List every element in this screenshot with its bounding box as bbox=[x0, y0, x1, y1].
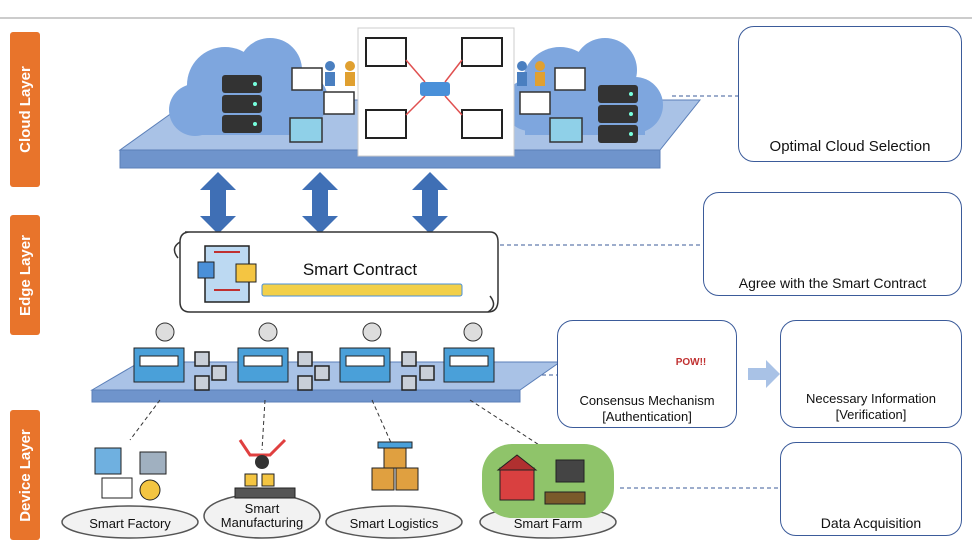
consensus-mechanism-label: Consensus Mechanism bbox=[579, 393, 715, 408]
data-acquisition-panel: Data Acquisition bbox=[780, 442, 962, 536]
auth-verify-arrow bbox=[748, 360, 780, 388]
blockchain-cube-icons bbox=[194, 351, 435, 391]
smart-manufacturing-icon bbox=[234, 438, 296, 499]
left-monitor-icons bbox=[289, 67, 355, 143]
cloud-app-monitors bbox=[365, 37, 503, 139]
cloud-layer-tab: Cloud Layer bbox=[10, 32, 40, 187]
optimal-cloud-selection-label: Optimal Cloud Selection bbox=[769, 138, 931, 155]
smart-manufacturing-label: Smart Manufacturing bbox=[212, 502, 312, 530]
device-layer-tab: Device Layer bbox=[10, 410, 40, 540]
smart-manufacturing-label-line1: Smart bbox=[244, 501, 280, 516]
smart-farm-icon bbox=[482, 444, 614, 518]
right-monitor-icons bbox=[519, 67, 586, 143]
smart-farm-label: Smart Farm bbox=[513, 516, 583, 531]
blockchain-chain-icon bbox=[261, 283, 463, 297]
smart-manufacturing-label-line2: Manufacturing bbox=[220, 515, 304, 530]
authentication-label: [Authentication] bbox=[602, 409, 692, 424]
smart-contract-icon bbox=[197, 245, 257, 303]
right-person-icons bbox=[517, 61, 545, 86]
cloud-app-hub-icon bbox=[405, 59, 463, 116]
smart-contract-agreement-panel: Agree with the Smart Contract bbox=[703, 192, 962, 296]
left-server-icon bbox=[222, 75, 262, 133]
data-acquisition-label: Data Acquisition bbox=[820, 515, 922, 531]
verification-label: [Verification] bbox=[835, 407, 907, 422]
smart-logistics-label: Smart Logistics bbox=[349, 516, 439, 531]
pow-badge-label: POW!! bbox=[675, 357, 707, 368]
necessary-information-label: Necessary Information bbox=[805, 391, 937, 406]
smart-factory-label: Smart Factory bbox=[89, 516, 171, 531]
edge-node-icons bbox=[133, 322, 495, 383]
verification-panel: Necessary Information [Verification] bbox=[780, 320, 962, 428]
edge-layer-tab: Edge Layer bbox=[10, 215, 40, 335]
cloud-edge-arrows bbox=[200, 172, 448, 234]
edge-platform-edge bbox=[91, 389, 521, 403]
optimal-cloud-selection-panel: Optimal Cloud Selection bbox=[738, 26, 962, 162]
right-server-icon bbox=[598, 85, 638, 143]
consensus-panel: Consensus Mechanism [Authentication] POW… bbox=[557, 320, 737, 428]
smart-logistics-icon bbox=[371, 441, 419, 491]
smart-contract-title: Smart Contract bbox=[302, 260, 418, 279]
edge-device-connectors bbox=[129, 399, 551, 453]
agree-smart-contract-label: Agree with the Smart Contract bbox=[738, 275, 927, 291]
smart-factory-icon bbox=[94, 447, 167, 501]
left-person-icons bbox=[325, 61, 355, 86]
